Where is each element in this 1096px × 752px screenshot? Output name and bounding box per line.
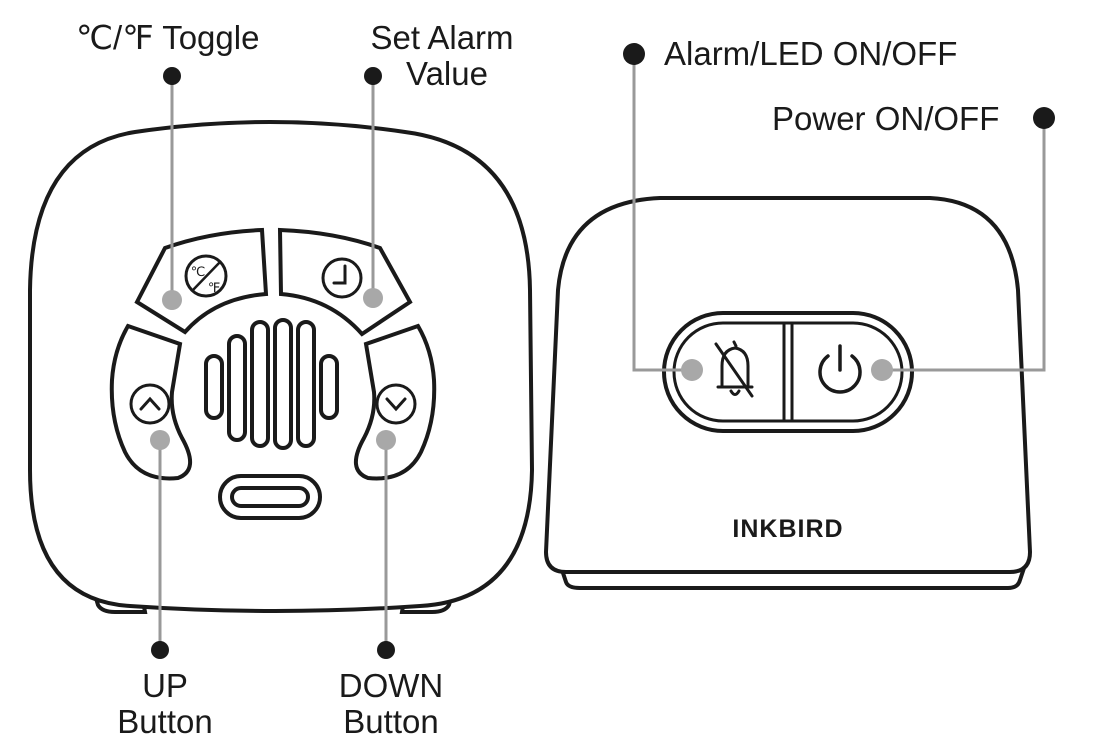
up-label: UP Button [95,668,235,740]
up-label-line1: UP [142,667,188,704]
unit-toggle-label: ℃/℉ Toggle [76,19,260,56]
down-label-line2: Button [343,703,439,740]
celsius-fahrenheit-icon: ℃ ℉ [184,254,228,298]
power-label: Power ON/OFF [772,100,1000,137]
chevron-up-icon [129,383,171,425]
set-alarm-label-line2: Value [406,55,488,92]
set-alarm-label-line1: Set Alarm [370,19,514,56]
chevron-down-icon [375,383,417,425]
alarm-led-label: Alarm/LED ON/OFF [664,35,958,72]
down-label: DOWN Button [316,668,466,740]
brand-logo: INKBIRD [732,515,843,543]
power-icon [818,344,862,394]
front-device: ℃ ℉ [28,120,535,614]
callouts [150,43,1055,659]
unit-icon-f: ℉ [208,280,220,295]
speaker-grille [204,318,339,450]
clock-icon [321,257,363,299]
set-alarm-label: Set Alarm Value [342,20,542,92]
up-label-line2: Button [117,703,213,740]
bell-off-icon [714,340,754,398]
down-label-line1: DOWN [338,667,444,704]
usb-c-port [218,474,322,520]
unit-icon-c: ℃ [191,264,206,279]
back-device: INKBIRD [543,196,1033,590]
